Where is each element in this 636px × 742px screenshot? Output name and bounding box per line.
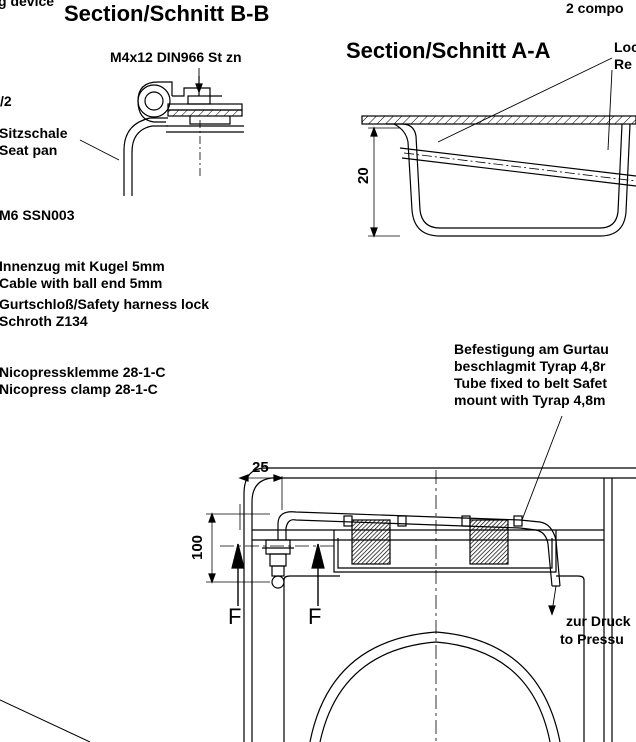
lock-label-fragment: Loc (614, 39, 636, 55)
seat-pan-label-en: Seat pan (0, 142, 58, 158)
section-marker-f-right: F (308, 604, 322, 629)
belt-fixing-line-2: beschlagmit Tyrap 4,8r (454, 358, 606, 374)
section-bb-title: Section/Schnitt B-B (64, 1, 270, 26)
pressure-label-en: to Pressu (560, 631, 624, 647)
harness-lock-label: Gurtschloß/Safety harness lock (0, 296, 210, 312)
device-label-fragment: g device (0, 0, 55, 9)
section-aa-title: Section/Schnitt A-A (346, 38, 551, 63)
screw-spec-label: M4x12 DIN966 St zn (110, 49, 242, 65)
belt-fixing-line-1: Befestigung am Gurtau (454, 341, 609, 357)
seat-pan-label-de: Sitzschale (0, 125, 68, 141)
dimension-20: 20 (355, 167, 372, 184)
nicopress-label-de: Nicopressklemme 28-1-C (0, 364, 166, 380)
cable-label-en: Cable with ball end 5mm (0, 275, 163, 291)
harness-lock-model: Schroth Z134 (0, 313, 88, 329)
belt-fixing-line-4: mount with Tyrap 4,8m (454, 392, 606, 408)
plan-view (0, 415, 636, 742)
dimension-100: 100 (189, 534, 206, 560)
m6-label: M6 SSN003 (0, 207, 75, 223)
belt-fixing-line-3: Tube fixed to belt Safet (454, 375, 607, 391)
section-marker-f-left: F (228, 604, 242, 629)
half-label-fragment: /2 (0, 93, 12, 109)
release-label-fragment: Re (614, 56, 632, 72)
cable-label-de: Innenzug mit Kugel 5mm (0, 258, 165, 274)
nicopress-label-en: Nicopress clamp 28-1-C (0, 381, 158, 397)
section-bb-detail (79, 68, 244, 196)
components-label-fragment: 2 compo (566, 0, 624, 16)
section-aa-detail (361, 57, 636, 238)
pressure-label-de: zur Druck (566, 613, 631, 629)
dimension-25: 25 (252, 459, 269, 476)
